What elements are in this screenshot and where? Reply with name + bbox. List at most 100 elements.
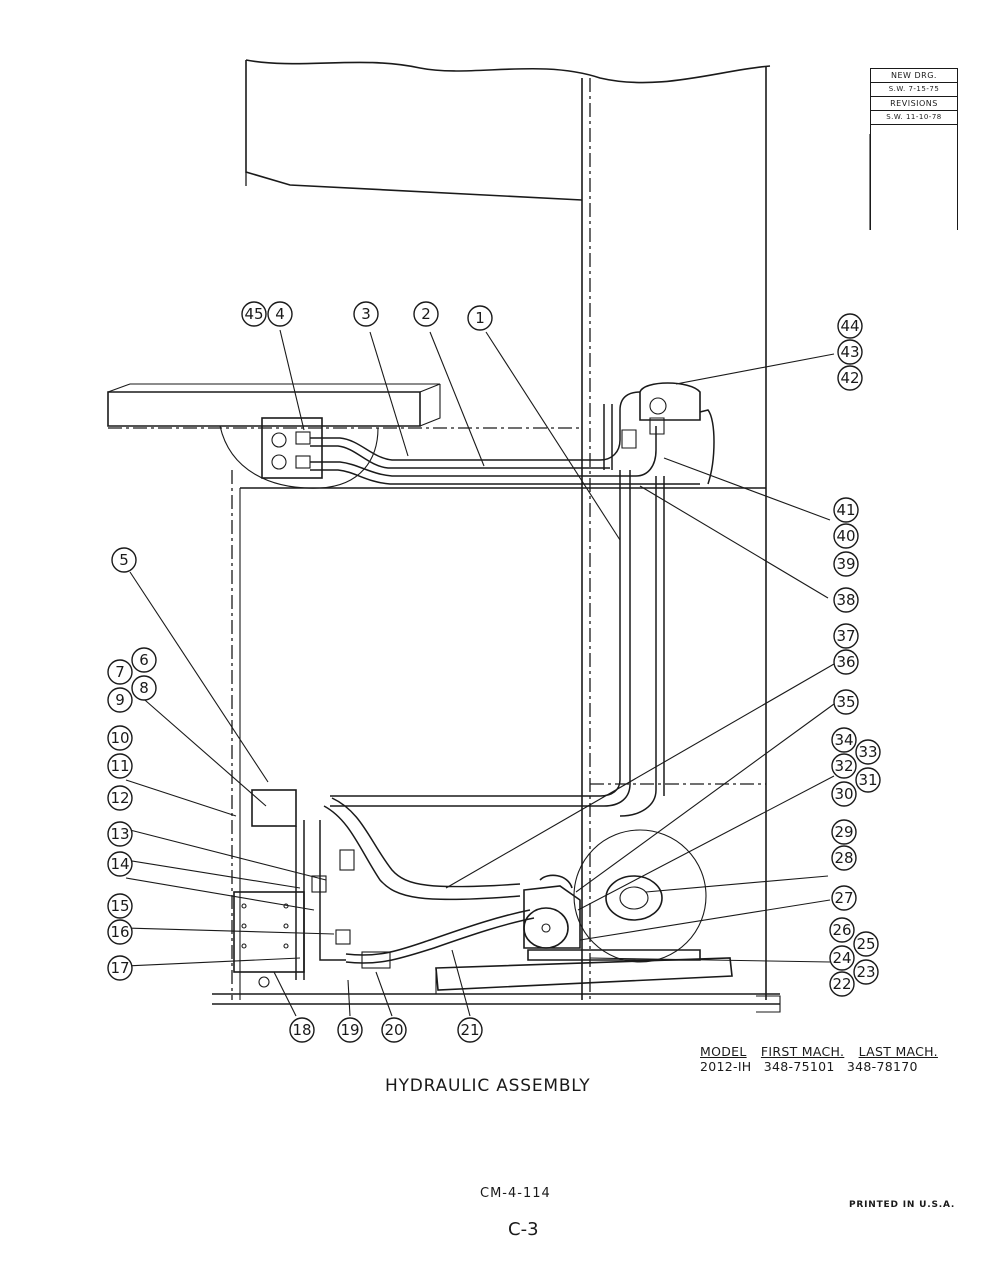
svg-text:19: 19 [340, 1021, 359, 1039]
callout-8: 8 [131, 675, 157, 701]
svg-text:36: 36 [836, 653, 855, 671]
callout-43: 43 [837, 339, 863, 365]
svg-text:16: 16 [110, 923, 129, 941]
callout-12: 12 [107, 785, 133, 811]
svg-text:12: 12 [110, 789, 129, 807]
svg-text:28: 28 [834, 849, 853, 867]
model-cell: 2012-IH [700, 1059, 752, 1074]
callout-1: 1 [467, 305, 493, 331]
callout-34: 34 [831, 727, 857, 753]
callout-42: 42 [837, 365, 863, 391]
callout-21: 21 [457, 1017, 483, 1043]
callout-18: 18 [289, 1017, 315, 1043]
svg-text:20: 20 [384, 1021, 403, 1039]
model-table: MODEL FIRST MACH. LAST MACH. 2012-IH 348… [700, 1044, 948, 1074]
hydraulic-lines [310, 391, 715, 964]
svg-text:8: 8 [139, 679, 149, 697]
svg-text:6: 6 [139, 651, 149, 669]
svg-text:35: 35 [836, 693, 855, 711]
svg-text:30: 30 [834, 785, 853, 803]
model-header-last: LAST MACH. [858, 1044, 938, 1059]
svg-text:45: 45 [244, 305, 263, 323]
svg-text:40: 40 [836, 527, 855, 545]
svg-text:31: 31 [858, 771, 877, 789]
svg-text:26: 26 [832, 921, 851, 939]
svg-text:37: 37 [836, 627, 855, 645]
revision-row: S.W. 11-10-78 [871, 111, 957, 125]
callout-45: 45 [241, 301, 267, 327]
callout-13: 13 [107, 821, 133, 847]
callout-35: 35 [833, 689, 859, 715]
callout-22: 22 [829, 971, 855, 997]
callout-27: 27 [831, 885, 857, 911]
model-table-header: MODEL FIRST MACH. LAST MACH. [700, 1044, 948, 1059]
first-mach-cell: 348-75101 [763, 1059, 835, 1074]
callout-33: 33 [855, 739, 881, 765]
callout-44: 44 [837, 313, 863, 339]
svg-text:15: 15 [110, 897, 129, 915]
callout-23: 23 [853, 959, 879, 985]
callout-2: 2 [413, 301, 439, 327]
callout-31: 31 [855, 767, 881, 793]
callout-16: 16 [107, 919, 133, 945]
revision-row: NEW DRG. [871, 68, 957, 83]
model-table-row: 2012-IH 348-75101 348-78170 [700, 1059, 948, 1074]
svg-text:32: 32 [834, 757, 853, 775]
callout-10: 10 [107, 725, 133, 751]
svg-text:13: 13 [110, 825, 129, 843]
drawing-title: HYDRAULIC ASSEMBLY [385, 1076, 591, 1096]
callout-6: 6 [131, 647, 157, 673]
svg-text:38: 38 [836, 591, 855, 609]
leader-lines [125, 329, 835, 1017]
svg-text:10: 10 [110, 729, 129, 747]
callout-28: 28 [831, 845, 857, 871]
svg-text:3: 3 [361, 305, 371, 323]
svg-text:7: 7 [115, 663, 125, 681]
callout-39: 39 [833, 551, 859, 577]
callout-14: 14 [107, 851, 133, 877]
svg-text:23: 23 [856, 963, 875, 981]
svg-text:33: 33 [858, 743, 877, 761]
callout-19: 19 [337, 1017, 363, 1043]
svg-text:41: 41 [836, 501, 855, 519]
svg-text:21: 21 [460, 1021, 479, 1039]
revision-row: REVISIONS [871, 97, 957, 111]
base-cabinet [212, 470, 781, 1013]
worktop [107, 383, 582, 489]
callout-17: 17 [107, 955, 133, 981]
svg-text:39: 39 [836, 555, 855, 573]
svg-text:27: 27 [834, 889, 853, 907]
svg-text:4: 4 [275, 305, 285, 323]
callout-36: 36 [833, 649, 859, 675]
svg-text:14: 14 [110, 855, 129, 873]
callout-20: 20 [381, 1017, 407, 1043]
table-manifold [261, 417, 323, 479]
svg-text:43: 43 [840, 343, 859, 361]
callout-5: 5 [111, 547, 137, 573]
revision-row: S.W. 7-15-75 [871, 83, 957, 97]
callout-26: 26 [829, 917, 855, 943]
model-header-first: FIRST MACH. [760, 1044, 845, 1059]
callout-25: 25 [853, 931, 879, 957]
callout-30: 30 [831, 781, 857, 807]
svg-text:24: 24 [832, 949, 851, 967]
svg-text:1: 1 [475, 309, 485, 327]
pump-motor [435, 829, 733, 994]
callout-3: 3 [353, 301, 379, 327]
callout-29: 29 [831, 819, 857, 845]
svg-text:22: 22 [832, 975, 851, 993]
svg-text:5: 5 [119, 551, 129, 569]
callout-32: 32 [831, 753, 857, 779]
svg-text:18: 18 [292, 1021, 311, 1039]
callout-11: 11 [107, 753, 133, 779]
callout-4: 4 [267, 301, 293, 327]
svg-text:34: 34 [834, 731, 853, 749]
document-number: CM-4-114 [480, 1186, 551, 1201]
svg-text:2: 2 [421, 305, 431, 323]
svg-text:11: 11 [110, 757, 129, 775]
model-header-model: MODEL [700, 1044, 747, 1059]
callouts: 45 4 3 2 1 44 43 42 41 40 39 38 37 36 35… [107, 301, 881, 1043]
revision-block: NEW DRG. S.W. 7-15-75 REVISIONS S.W. 11-… [870, 68, 958, 230]
printed-in-label: PRINTED IN U.S.A. [849, 1200, 956, 1210]
svg-text:25: 25 [856, 935, 875, 953]
